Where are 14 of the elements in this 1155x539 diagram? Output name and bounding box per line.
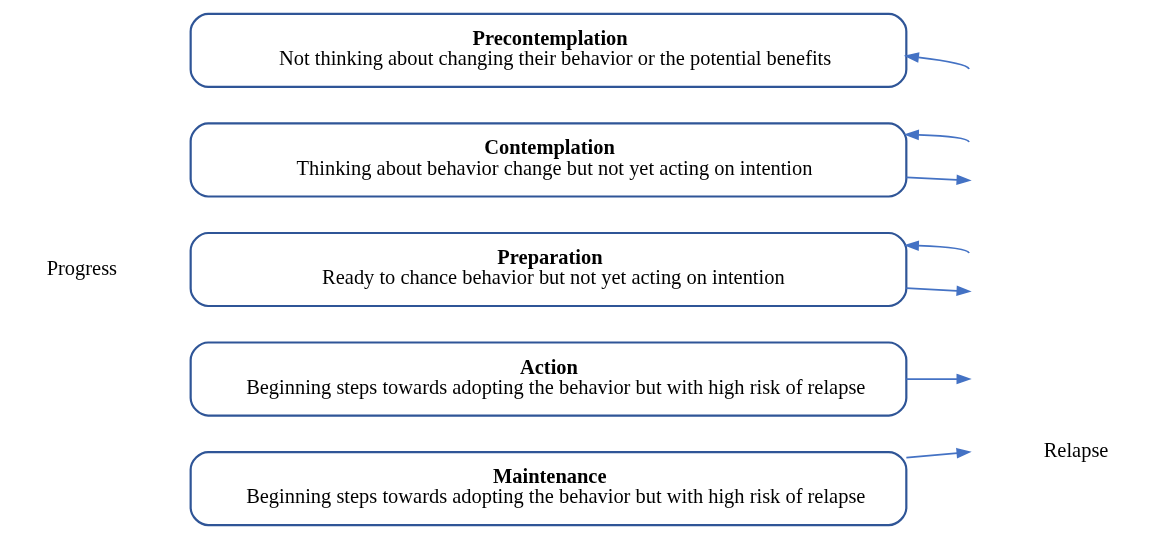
- node-box: Preparation Ready to chance behavior but not yet acting on intention: [189, 231, 908, 308]
- arrow: [903, 240, 970, 254]
- arrow: [903, 129, 970, 143]
- arrow: [905, 174, 972, 186]
- node-box: Action Beginning steps towards adopting the behavior but with high risk of relapse: [189, 341, 908, 417]
- arrow: [905, 285, 972, 297]
- label: Relapse: [1043, 439, 1109, 462]
- node-box: Precontemplation Not thinking about changing their behavior or the potential benefits: [189, 12, 908, 89]
- arrow: [905, 447, 972, 459]
- label: Progress: [46, 256, 118, 279]
- node-box: Contemplation Thinking about behavior change but not yet acting on intention: [189, 122, 908, 198]
- node-box: Maintenance Beginning steps towards adopting the behavior but with high risk of relapse: [189, 450, 908, 527]
- arrow: [903, 52, 970, 70]
- arrow: [905, 373, 972, 385]
